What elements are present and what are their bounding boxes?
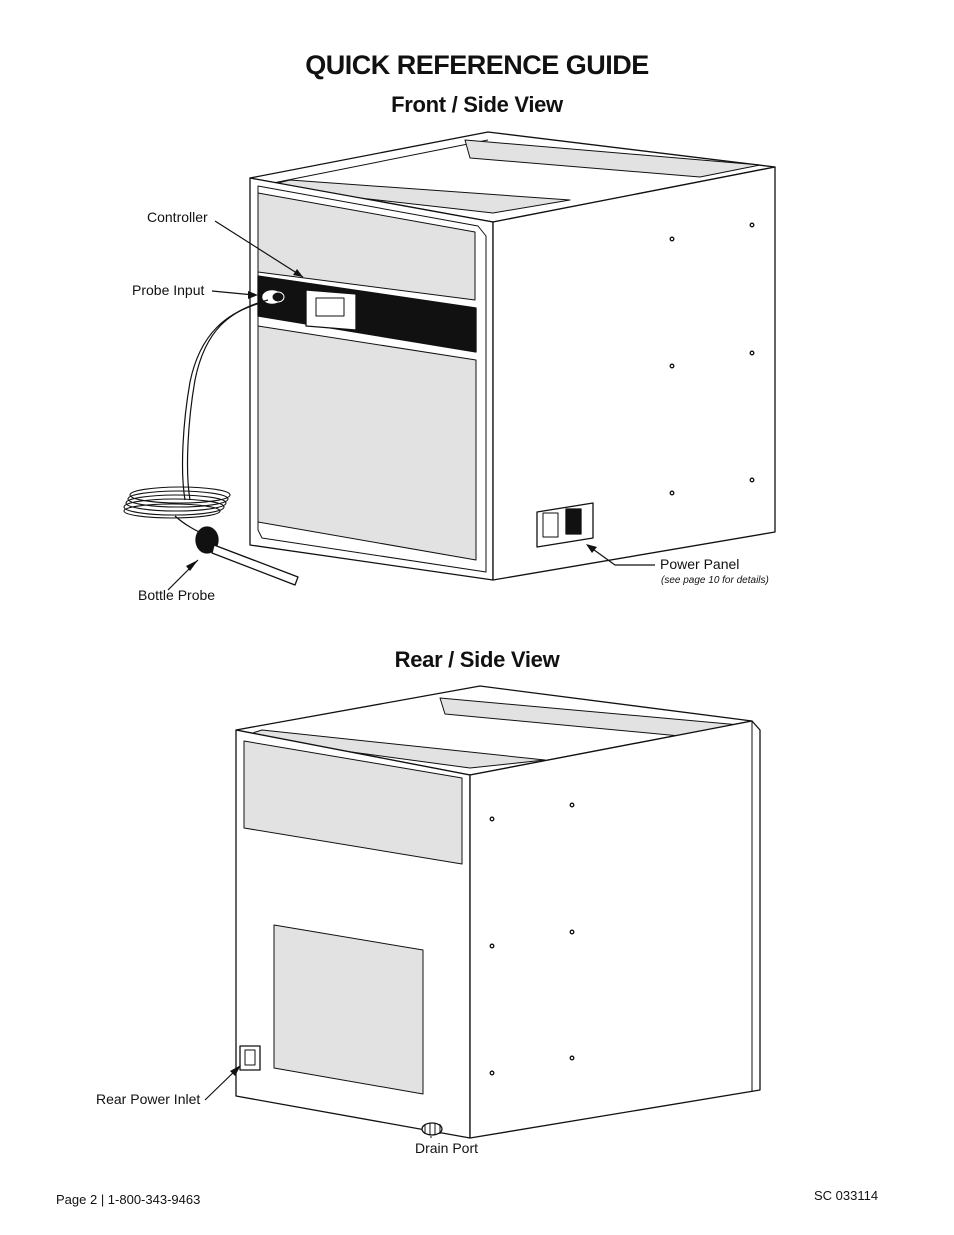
rear-power-inlet-label: Rear Power Inlet [96,1091,201,1107]
probe-input-label: Probe Input [132,282,205,298]
controller-label: Controller [147,209,208,225]
page-title: QUICK REFERENCE GUIDE [305,50,649,80]
footer-page-info: Page 2 | 1-800-343-9463 [56,1192,201,1207]
rear-view-heading: Rear / Side View [394,647,560,672]
power-panel-note: (see page 10 for details) [661,575,769,586]
drain-port-label: Drain Port [415,1140,479,1156]
rear-side-view-illustration [204,685,761,1139]
power-panel-label: Power Panel [660,556,740,572]
footer-doc-code: SC 033114 [814,1188,879,1203]
bottle-probe-label: Bottle Probe [138,587,216,603]
front-view-heading: Front / Side View [391,92,563,117]
front-side-view-illustration [123,131,776,591]
